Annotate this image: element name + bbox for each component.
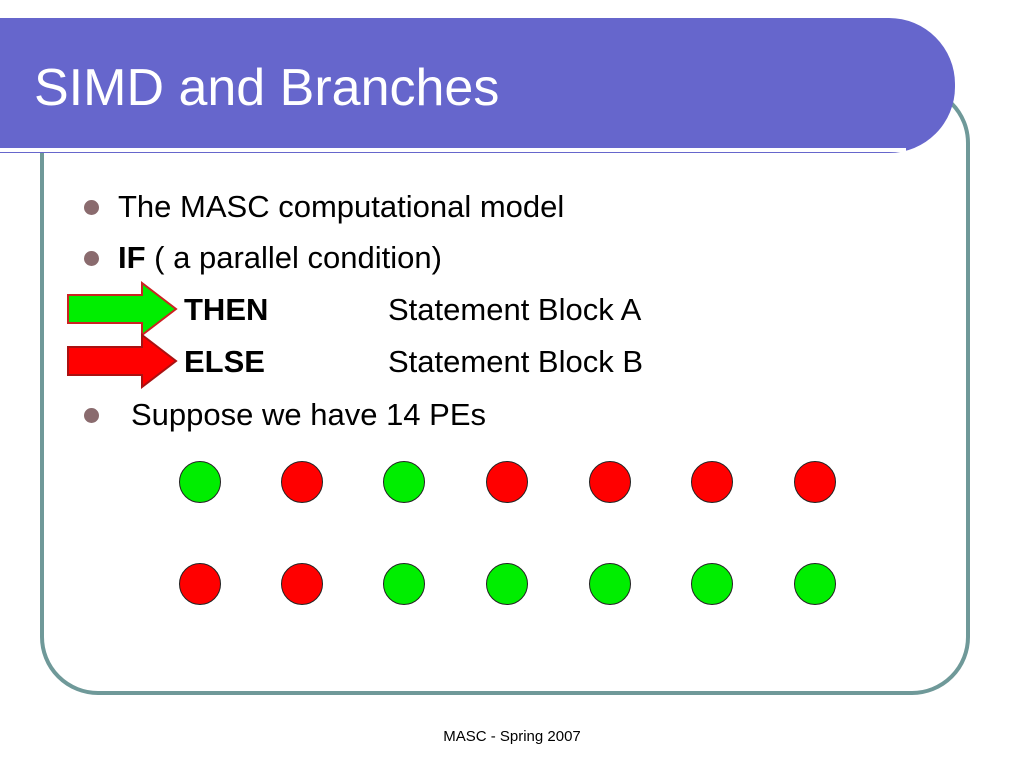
then-statement-block: Statement Block A xyxy=(388,292,642,327)
green-arrow-icon xyxy=(67,281,178,337)
bullet-icon xyxy=(84,408,99,423)
title-bar: SIMD and Branches xyxy=(0,18,955,153)
pe-green-icon xyxy=(589,563,631,605)
if-keyword: IF xyxy=(118,240,146,275)
pe-red-icon xyxy=(589,461,631,503)
bullet-if: IF ( a parallel condition) xyxy=(118,242,442,273)
then-keyword: THEN xyxy=(184,292,269,327)
pe-red-icon xyxy=(281,563,323,605)
pe-red-icon xyxy=(486,461,528,503)
pe-green-icon xyxy=(383,461,425,503)
slide-footer: MASC - Spring 2007 xyxy=(443,728,581,745)
pe-green-icon xyxy=(691,563,733,605)
bullet-icon xyxy=(84,251,99,266)
pe-green-icon xyxy=(179,461,221,503)
if-condition: ( a parallel condition) xyxy=(145,240,442,275)
bullet-pes: Suppose we have 14 PEs xyxy=(131,397,487,432)
pe-red-icon xyxy=(179,563,221,605)
bullet-icon xyxy=(84,200,99,215)
pe-red-icon xyxy=(691,461,733,503)
pe-green-icon xyxy=(486,563,528,605)
red-arrow-icon xyxy=(67,333,178,389)
else-keyword: ELSE xyxy=(184,344,265,379)
else-statement-block: Statement Block B xyxy=(388,344,644,379)
pe-green-icon xyxy=(383,563,425,605)
slide-title: SIMD and Branches xyxy=(34,59,500,117)
bullet-masc-model: The MASC computational model xyxy=(118,189,565,224)
pe-red-icon xyxy=(794,461,836,503)
pe-red-icon xyxy=(281,461,323,503)
title-underline xyxy=(0,148,906,152)
pe-green-icon xyxy=(794,563,836,605)
